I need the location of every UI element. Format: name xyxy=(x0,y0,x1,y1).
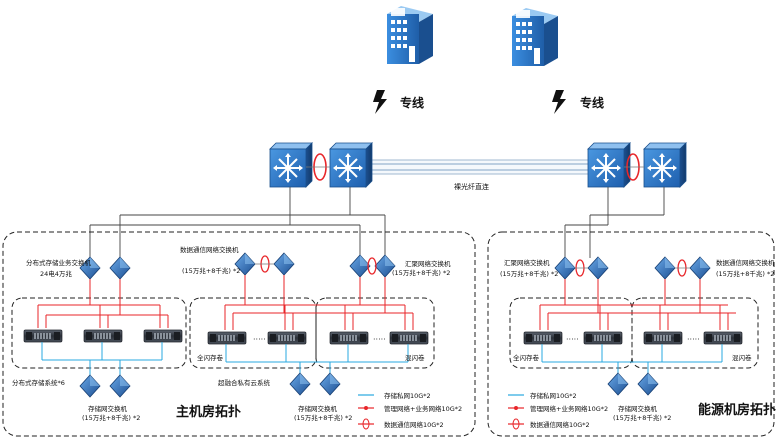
main-core-downlinks xyxy=(89,187,386,258)
agg-switch-main-1[interactable] xyxy=(349,254,371,278)
energy-core-downlinks xyxy=(564,187,665,258)
hyper-cloud-label: 超融合私有云系统 xyxy=(218,378,271,387)
storage-switch-main-a-2[interactable] xyxy=(109,374,131,398)
data-comm-switch-energy-2[interactable] xyxy=(689,256,711,280)
bare-fiber-link xyxy=(361,159,595,175)
server-flash-main-2 xyxy=(267,331,307,345)
legend-main-item-3: 数据通信网络10G*2 xyxy=(384,420,444,429)
server-ellipsis-3: ····· xyxy=(566,335,579,344)
lightning-icon-1 xyxy=(373,90,387,114)
legend-energy: 存储私网10G*2 管理网络+业务网络10G*2 数据通信网络10G*2 xyxy=(508,391,608,430)
legend-main: 存储私网10G*2 管理网络+业务网络10G*2 数据通信网络10G*2 xyxy=(358,391,462,430)
data-comm-switch-energy-label: 数据通信网络交换机 xyxy=(716,258,775,267)
hybrid-volume-group-main xyxy=(315,297,435,369)
core-switch-main-1[interactable] xyxy=(269,142,313,188)
server-flash-energy-1 xyxy=(523,331,563,345)
server-dist-2 xyxy=(83,329,123,343)
flash-volume-main-label: 全闪存卷 xyxy=(197,353,224,362)
core-switch-main-2[interactable] xyxy=(329,142,373,188)
data-comm-switch-main-label: 数据通信网络交换机 xyxy=(180,245,239,254)
server-dist-1 xyxy=(23,329,63,343)
storage-switch-main-b-spec: (15万兆+8千兆) *2 xyxy=(294,413,352,422)
storage-switch-energy-label: 存储网交换机 xyxy=(618,404,658,413)
leased-line-label-2: 专线 xyxy=(580,95,604,110)
lightning-icon-2 xyxy=(552,90,566,114)
energy-room-boundary xyxy=(487,231,775,437)
storage-switch-energy-1[interactable] xyxy=(607,372,629,396)
agg-ring-main xyxy=(367,257,377,275)
core-switch-energy-1[interactable] xyxy=(587,142,631,188)
storage-switch-main-a-spec: (15万兆+8千兆) *2 xyxy=(82,413,140,422)
dist-storage-switch-2[interactable] xyxy=(109,256,131,280)
storage-switch-main-b-1[interactable] xyxy=(289,372,311,396)
legend-main-item-1: 存储私网10G*2 xyxy=(384,391,431,400)
agg-switch-energy-2[interactable] xyxy=(587,256,609,280)
data-comm-switch-main-2[interactable] xyxy=(273,252,295,276)
storage-switch-main-b-2[interactable] xyxy=(319,372,341,396)
storage-switch-energy-2[interactable] xyxy=(637,372,659,396)
hybrid-volume-group-energy xyxy=(631,297,759,369)
server-flash-energy-2 xyxy=(583,331,623,345)
storage-switch-main-a-1[interactable] xyxy=(79,374,101,398)
legend-energy-item-2: 管理网络+业务网络10G*2 xyxy=(530,404,608,413)
hybrid-volume-main-label: 混闪卷 xyxy=(405,353,425,362)
flash-volume-group-energy xyxy=(509,297,633,369)
dist-storage-system-label: 分布式存储系统*6 xyxy=(12,378,65,387)
core-switch-energy-2[interactable] xyxy=(643,142,687,188)
data-comm-switch-main-spec: (15万兆+8千兆) *2 xyxy=(182,266,240,275)
server-hybrid-main-2 xyxy=(389,331,429,345)
bare-fiber-label: 裸光纤直连 xyxy=(454,182,489,191)
agg-switch-main-label: 汇聚网络交换机 xyxy=(405,259,451,268)
server-hybrid-energy-2 xyxy=(703,331,743,345)
legend-energy-item-3: 数据通信网络10G*2 xyxy=(530,420,590,429)
leased-line-label-1: 专线 xyxy=(400,95,424,110)
dist-storage-switch-spec: 24电4万兆 xyxy=(40,269,72,278)
flash-volume-energy-label: 全闪存卷 xyxy=(513,353,540,362)
server-flash-main-1 xyxy=(207,331,247,345)
dist-storage-group xyxy=(11,297,187,369)
legend-energy-item-1: 存储私网10G*2 xyxy=(530,391,577,400)
storage-switch-main-b-label: 存储网交换机 xyxy=(298,404,338,413)
data-comm-switch-energy-1[interactable] xyxy=(654,256,676,280)
main-blue-links xyxy=(41,342,409,376)
agg-switch-energy-spec: (15万兆+8千兆) *2 xyxy=(500,269,558,278)
main-room-boundary xyxy=(2,231,476,437)
energy-red-links xyxy=(539,279,736,330)
data-comm-switch-energy-spec: (15万兆+8千兆) *2 xyxy=(716,269,774,278)
flash-volume-group-main xyxy=(189,297,317,369)
server-ellipsis-1: ····· xyxy=(253,335,266,344)
energy-room-title: 能源机房拓扑 xyxy=(698,402,776,418)
server-hybrid-energy-1 xyxy=(643,331,683,345)
agg-switch-energy-label: 汇聚网络交换机 xyxy=(504,258,550,267)
server-ellipsis-4: ····· xyxy=(687,335,700,344)
hybrid-volume-energy-label: 混闪卷 xyxy=(732,353,752,362)
main-room-title: 主机房拓扑 xyxy=(176,404,241,420)
building-icon-1 xyxy=(387,6,433,64)
energy-blue-links xyxy=(541,344,723,376)
storage-switch-main-a-label: 存储网交换机 xyxy=(88,404,128,413)
dist-storage-switch-label: 分布式存储业务交换机 xyxy=(26,258,92,267)
server-dist-3 xyxy=(143,329,183,343)
server-ellipsis-2: ····· xyxy=(373,335,386,344)
agg-switch-main-spec: (15万兆+8千兆) *2 xyxy=(392,268,450,277)
main-red-links xyxy=(37,275,414,330)
server-hybrid-main-1 xyxy=(329,331,369,345)
building-icon-2 xyxy=(512,8,558,66)
storage-switch-energy-spec: (15万兆+8千兆) *2 xyxy=(613,413,671,422)
legend-main-item-2: 管理网络+业务网络10G*2 xyxy=(384,404,462,413)
